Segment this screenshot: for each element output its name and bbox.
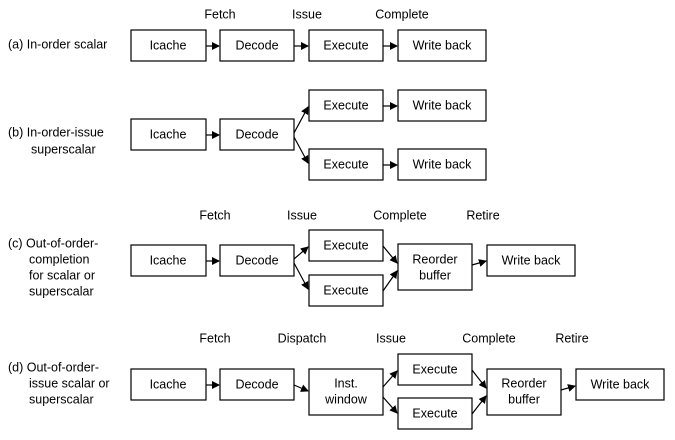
stage-retire: Retire: [555, 331, 588, 345]
arrow: [382, 270, 398, 292]
reorder-buffer-label-line1: Reorder: [501, 376, 546, 390]
stage-fetch: Fetch: [199, 331, 230, 345]
row-c-label-line4: superscalar: [29, 284, 94, 298]
row-d-label-line3: superscalar: [29, 392, 94, 406]
row-b-label-line2: superscalar: [31, 142, 96, 156]
stage-retire: Retire: [466, 208, 499, 222]
stage-fetch: Fetch: [204, 7, 235, 21]
decode-label: Decode: [235, 127, 278, 141]
arrow: [560, 384, 576, 392]
write-back-label: Write back: [413, 98, 473, 112]
decode-label: Decode: [235, 38, 278, 52]
execute-box-bottom: [308, 274, 384, 307]
arrow: [293, 106, 309, 134]
reorder-buffer-box: [486, 368, 562, 416]
write-back-box-top: [397, 89, 487, 122]
reorder-buffer-label-line2: buffer: [508, 392, 540, 406]
decode-box: [219, 118, 295, 151]
icache-label: Icache: [150, 127, 187, 141]
decode-label: Decode: [235, 377, 278, 391]
stage-complete: Complete: [373, 208, 427, 222]
write-back-box: [486, 244, 576, 277]
execute-label: Execute: [412, 406, 457, 420]
icache-box: [130, 29, 207, 62]
row-a: (a) In-order scalar Fetch Issue Complete…: [8, 7, 487, 62]
write-back-box-bottom: [397, 148, 487, 181]
execute-box-top: [308, 229, 384, 262]
arrow: [471, 259, 487, 267]
write-back-box: [397, 29, 487, 62]
arrow: [382, 245, 398, 264]
execute-label: Execute: [323, 38, 368, 52]
execute-box-bottom: [397, 397, 473, 430]
row-b-label-line1: (b) In-order-issue: [8, 125, 104, 139]
execute-label: Execute: [323, 283, 368, 297]
write-back-label: Write back: [413, 38, 473, 52]
arrow: [293, 262, 309, 290]
inst-window-label-line2: window: [324, 392, 368, 406]
arrow: [471, 395, 487, 415]
arrow: [382, 396, 398, 414]
execute-box-bottom: [308, 148, 384, 181]
arrow: [293, 136, 309, 164]
execute-box-top: [397, 353, 473, 386]
reorder-buffer-box: [397, 243, 473, 291]
icache-box: [130, 368, 207, 401]
execute-label: Execute: [412, 362, 457, 376]
reorder-buffer-label-line1: Reorder: [412, 252, 457, 266]
stage-complete: Complete: [375, 7, 429, 21]
inst-window-label-line1: Inst.: [334, 376, 358, 390]
write-back-box: [575, 368, 665, 401]
icache-label: Icache: [150, 377, 187, 391]
decode-label: Decode: [235, 253, 278, 267]
row-a-label: (a) In-order scalar: [8, 37, 107, 51]
decode-box: [219, 244, 295, 277]
inst-window-box: [308, 368, 384, 416]
decode-box: [219, 29, 295, 62]
arrow: [293, 246, 309, 260]
icache-label: Icache: [150, 38, 187, 52]
icache-box: [130, 244, 207, 277]
decode-box: [219, 368, 295, 401]
icache-label: Icache: [150, 253, 187, 267]
row-c-label-line2: completion: [29, 252, 89, 266]
row-c-label-line3: for scalar or: [29, 268, 95, 282]
row-c: (c) Out-of-order- completion for scalar …: [8, 208, 576, 307]
stage-fetch: Fetch: [199, 208, 230, 222]
execute-label: Execute: [323, 238, 368, 252]
stage-issue: Issue: [287, 208, 317, 222]
arrow: [471, 369, 487, 389]
row-d-label-line2: issue scalar or: [29, 376, 110, 390]
write-back-label: Write back: [413, 157, 473, 171]
row-d-label-line1: (d) Out-of-order-: [8, 360, 99, 374]
arrow: [293, 384, 309, 392]
stage-dispatch: Dispatch: [278, 331, 327, 345]
stage-issue: Issue: [292, 7, 322, 21]
stage-complete: Complete: [462, 331, 516, 345]
arrow: [382, 370, 398, 388]
icache-box: [130, 118, 207, 151]
row-c-label-line1: (c) Out-of-order-: [8, 236, 98, 250]
row-b: (b) In-order-issue superscalar Icache De…: [8, 89, 487, 181]
execute-label: Execute: [323, 98, 368, 112]
row-d: (d) Out-of-order- issue scalar or supers…: [8, 331, 665, 430]
execute-label: Execute: [323, 157, 368, 171]
write-back-label: Write back: [591, 377, 651, 391]
reorder-buffer-label-line2: buffer: [419, 268, 451, 282]
stage-issue: Issue: [376, 331, 406, 345]
execute-box: [308, 29, 384, 62]
write-back-label: Write back: [502, 253, 562, 267]
